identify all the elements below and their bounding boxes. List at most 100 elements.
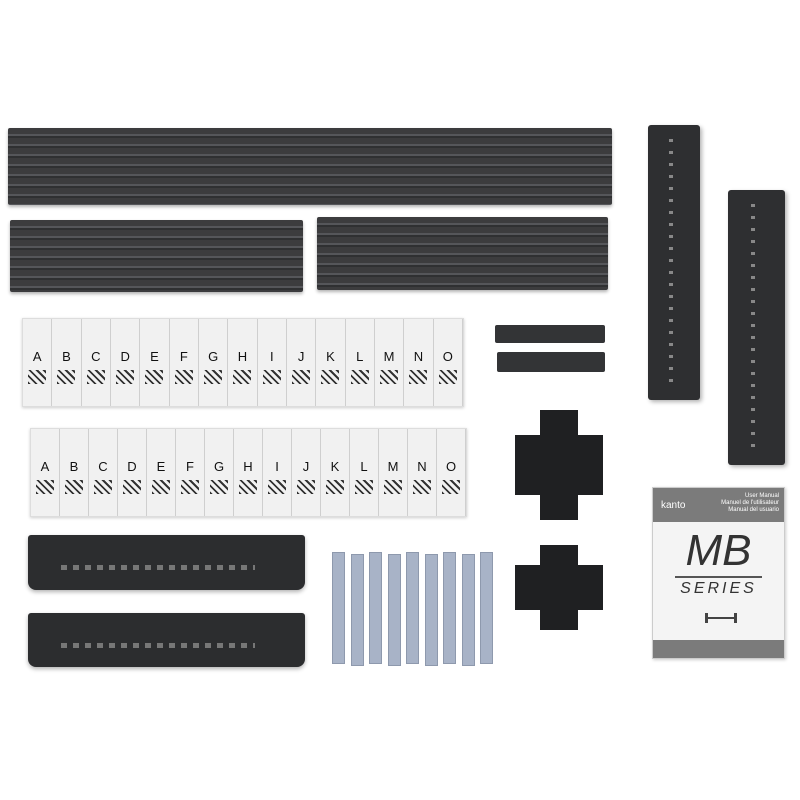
shim-strip	[369, 552, 382, 664]
bag-label: A	[32, 349, 42, 364]
hardware-bag: C	[82, 319, 111, 406]
horizontal-bracket-top	[28, 535, 305, 590]
hardware-bag: F	[170, 319, 199, 406]
manual-series-name: MB	[685, 526, 752, 575]
shim-strip	[461, 554, 475, 666]
hardware-bag: E	[147, 429, 176, 516]
bag-label: O	[445, 459, 457, 474]
vertical-bracket-right	[728, 190, 785, 465]
screws	[36, 480, 54, 494]
hardware-bag: O	[434, 319, 463, 406]
shim-strip	[387, 554, 401, 666]
screws	[438, 370, 457, 384]
hardware-bag: K	[316, 319, 346, 406]
screws	[355, 480, 373, 494]
hardware-bag: H	[234, 429, 263, 516]
bag-label: N	[417, 459, 427, 474]
hardware-bag: D	[111, 319, 141, 406]
bag-label: J	[302, 459, 310, 474]
shim-strip	[406, 552, 419, 664]
bag-label: D	[120, 349, 130, 364]
bag-label: F	[186, 459, 194, 474]
screws	[65, 480, 83, 494]
bag-label: C	[91, 349, 101, 364]
hardware-bag: F	[176, 429, 205, 516]
screws	[145, 370, 164, 384]
bag-label: L	[360, 459, 368, 474]
bag-label: J	[297, 349, 305, 364]
manual-brand: kanto	[661, 500, 686, 511]
screws	[268, 480, 286, 494]
screws	[321, 370, 340, 384]
bag-label: G	[213, 459, 225, 474]
bag-label: M	[383, 349, 395, 364]
bag-label: L	[356, 349, 364, 364]
screws	[326, 480, 344, 494]
bag-label: G	[208, 349, 219, 364]
long-rail	[8, 128, 612, 205]
screws	[57, 370, 76, 384]
bag-label: M	[387, 459, 399, 474]
screws	[350, 370, 369, 384]
hardware-bag: I	[263, 429, 292, 516]
hardware-bag: M	[379, 429, 408, 516]
hardware-bag: G	[205, 429, 234, 516]
horizontal-bracket-bottom	[28, 613, 305, 667]
bag-label: N	[413, 349, 424, 364]
hardware-bag: G	[199, 319, 229, 406]
screws	[233, 370, 252, 384]
manual-title-es: Manual del usuario	[728, 507, 779, 513]
screws	[292, 370, 311, 384]
hardware-bag: B	[52, 319, 82, 406]
hardware-bag: M	[375, 319, 405, 406]
hardware-bag: L	[346, 319, 375, 406]
screws	[239, 480, 257, 494]
hardware-bag: J	[292, 429, 321, 516]
screws	[174, 370, 193, 384]
manual-title-en: User Manual	[744, 493, 779, 499]
bag-label: I	[275, 459, 279, 474]
hardware-bag: A	[31, 429, 60, 516]
small-plate-bottom	[497, 352, 605, 372]
manual-series-word: SERIES	[680, 580, 757, 597]
bag-label: F	[179, 349, 188, 364]
vertical-bracket-left	[648, 125, 700, 400]
hardware-bag: H	[228, 319, 258, 406]
hardware-bag: K	[321, 429, 350, 516]
shim-strip	[443, 552, 456, 664]
screws	[116, 370, 135, 384]
screws	[181, 480, 199, 494]
shim-strip	[350, 554, 364, 666]
screws	[152, 480, 170, 494]
bag-label: O	[442, 349, 453, 364]
hardware-bag: N	[408, 429, 437, 516]
screws	[442, 480, 460, 494]
bag-label: B	[62, 349, 71, 364]
hardware-bag: J	[287, 319, 317, 406]
shim-strip	[424, 554, 438, 666]
mount-icon	[705, 613, 737, 623]
screws	[384, 480, 402, 494]
hardware-bag: E	[140, 319, 170, 406]
bag-label: I	[269, 349, 274, 364]
bag-label: E	[150, 349, 159, 364]
bag-label: K	[330, 459, 340, 474]
screws	[86, 370, 105, 384]
screws	[262, 370, 281, 384]
hardware-bag: D	[118, 429, 147, 516]
manual-title-fr: Manuel de l'utilisateur	[721, 500, 779, 506]
bag-label: D	[127, 459, 137, 474]
hardware-bag: A	[23, 319, 53, 406]
shim-strip	[480, 552, 493, 664]
bag-label: A	[40, 459, 50, 474]
bag-label: H	[237, 349, 248, 364]
screws	[297, 480, 315, 494]
bag-label: E	[156, 459, 166, 474]
small-plate-top	[495, 325, 605, 343]
bag-label: C	[98, 459, 108, 474]
screws	[94, 480, 112, 494]
screws	[28, 370, 47, 384]
hardware-bag: B	[60, 429, 89, 516]
